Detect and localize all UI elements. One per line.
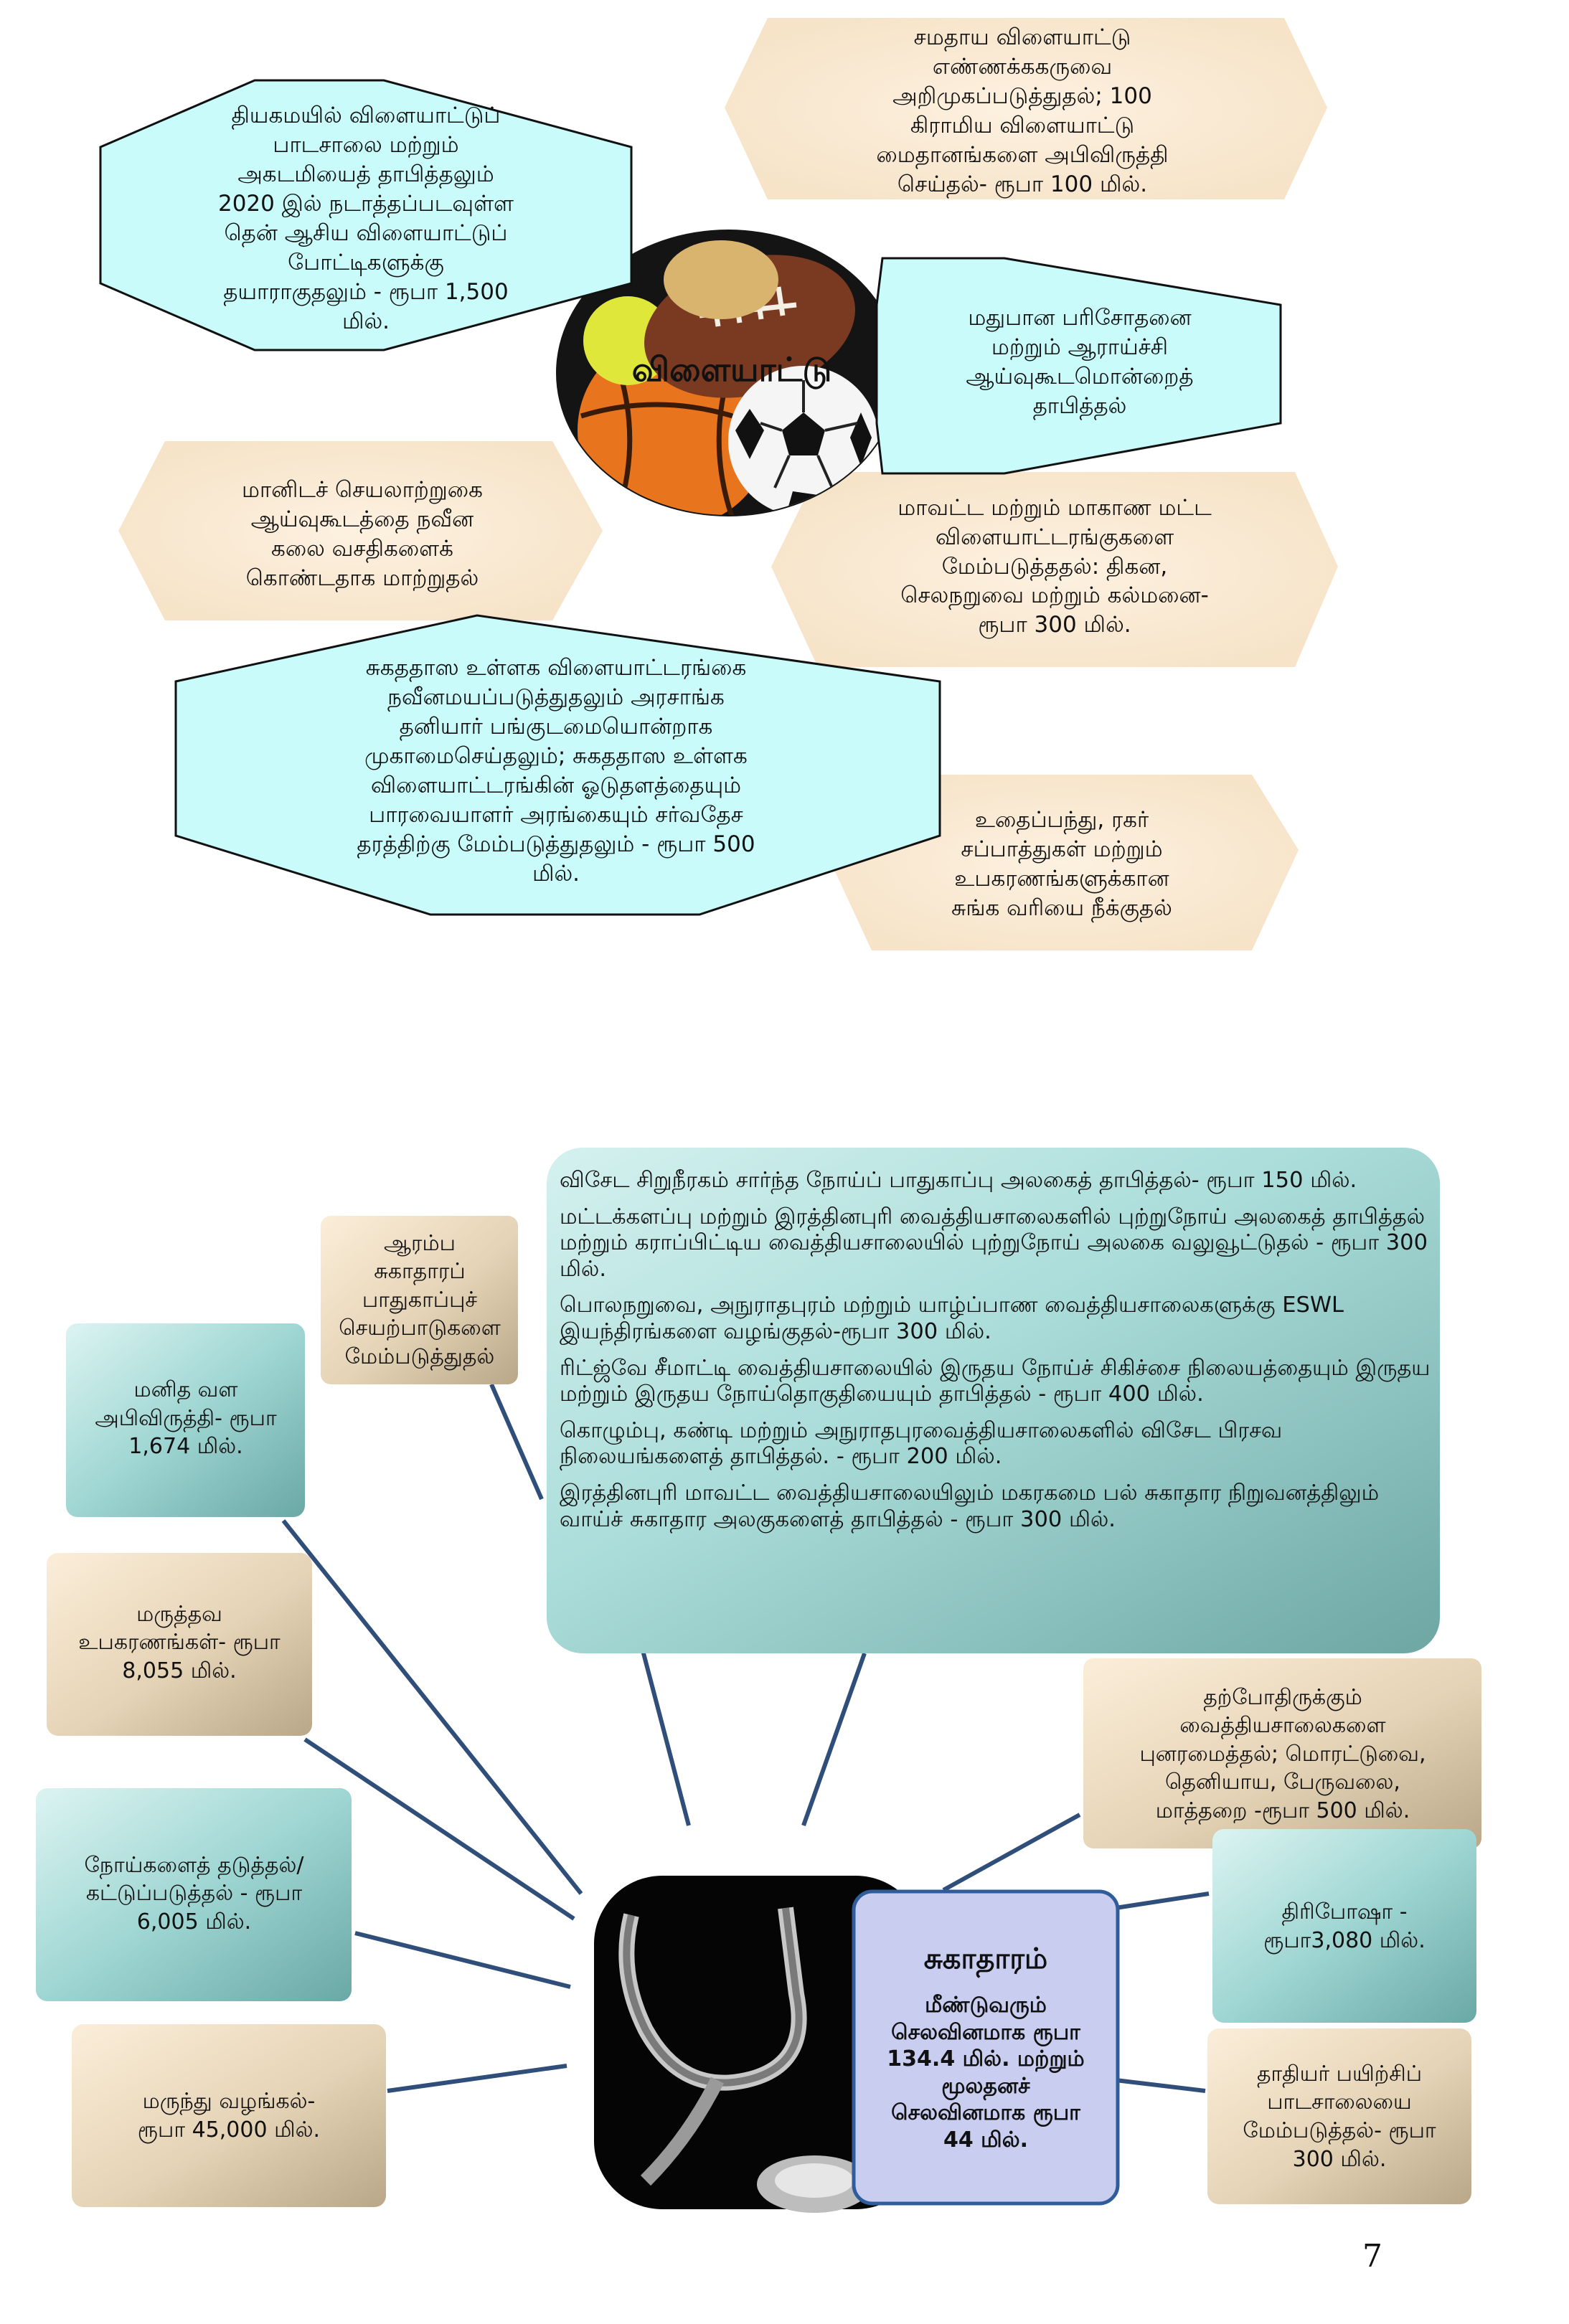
nursing-school-text: தாதியர் பயிற்சிப் பாடசாலையை மேம்படுத்தல்… [1243,2061,1436,2172]
medical-equipment-text: மருத்தவ உபகரணங்கள்- ரூபா 8,055 மில். [78,1601,281,1683]
customs-duty-text: உதைப்பந்து, ரகர் சப்பாத்துகள் மற்றும் உப… [951,807,1172,921]
human-performance-text: மானிடச் செயலாற்றுகை ஆய்வுகூடத்தை நவீன கல… [242,477,483,591]
page-number: 7 [1362,2238,1382,2275]
health-center: சுகாதாரம் மீண்டுவரும் செலவினமாக ரூபா 134… [859,1897,1112,2198]
primary-health-shape [321,1216,518,1384]
health-paragraph: ரிட்ஜ்வே சீமாட்டி வைத்தியசாலையில் இருதய … [560,1355,1431,1407]
nursing-school-shape [1207,2028,1471,2204]
district-stadiums-shape [771,472,1338,667]
human-resource-text: மனித வள அபிவிருத்தி- ரூபா 1,674 மில். [95,1377,277,1460]
health-paragraph: பொலநறுவை, அநுராதபுரம் மற்றும் யாழ்ப்பாண … [560,1293,1344,1344]
equality-games-shape [725,18,1327,199]
drug-supply-shape [72,2024,386,2207]
health-paragraph: விசேட சிறுநீரகம் சார்ந்த நோய்ப் பாதுகாப்… [560,1168,1357,1193]
health-paragraph: கொழும்பு, கண்டி மற்றும் அநுராதபுரவைத்திய… [560,1417,1283,1470]
sports-balls-image [556,230,900,516]
hospital-rebuild-shape [1083,1658,1481,1848]
medical-equipment-shape [47,1553,312,1736]
thriposha-shape [1212,1829,1476,2023]
disease-prevention-text: நோய்களைத் தடுத்தல்/ கட்டுப்படுத்தல் - ரூ… [84,1852,304,1935]
sports-center-label: விளையாட்டு [631,349,832,389]
drug-testing-text: மதுபான பரிசோதனை மற்றும் ஆராய்ச்சி ஆய்வுக… [966,305,1194,419]
thriposha-text: திரிபோஷா - ரூபா3,080 மில். [1263,1899,1426,1953]
health-connectors [281,1383,1210,2093]
health-paragraph: இரத்தினபுரி மாவட்ட வைத்தியசாலையிலும் மகர… [560,1480,1380,1532]
health-center-shape [852,1889,1120,2206]
drug-testing-shape [875,257,1282,475]
hospital-rebuild-text: தற்போதிருக்கும் வைத்தியசாலைகளை புனரமைத்த… [1139,1684,1426,1823]
primary-health-text: ஆரம்ப சுகாதாரப் பாதுகாப்புச் செயற்பாடுகள… [339,1230,501,1369]
drug-supply-text: மருந்து வழங்கல்- ரூபா 45,000 மில். [137,2089,321,2143]
health-center-title: சுகாதாரம் [923,1942,1048,1975]
academy-shape [99,79,633,351]
human-resource-shape [66,1323,305,1517]
health-paragraph: மட்டக்களப்பு மற்றும் இரத்தினபுரி வைத்திய… [560,1204,1428,1282]
district-stadiums-text: மாவட்ட மற்றும் மாகாண மட்ட விளையாட்டரங்கு… [897,494,1212,638]
paragraphs-shape [547,1148,1440,1653]
sugathadasa-shape [174,614,941,916]
equality-games-text: சமதாய விளையாட்டு எண்ணக்ககருவை அறிமுகப்பட… [876,24,1169,197]
stethoscope-image [594,1876,924,2213]
sugathadasa-text: சுகததாஸ உள்ளக விளையாட்டரங்கை நவீனமயப்படு… [357,655,755,887]
academy-text: தியகமயில் விளையாட்டுப் பாடசாலை மற்றும் அ… [217,103,514,334]
health-paragraphs: விசேட சிறுநீரகம் சார்ந்த நோய்ப் பாதுகாப்… [560,1168,1431,1655]
health-center-body: மீண்டுவரும் செலவினமாக ரூபா 134.4 மில். ம… [887,1993,1085,2153]
customs-duty-shape [825,775,1299,950]
health-diagram [36,1148,1481,2213]
disease-prevention-shape [36,1788,352,2001]
sports-diagram [99,18,1338,950]
human-performance-shape [118,441,603,620]
